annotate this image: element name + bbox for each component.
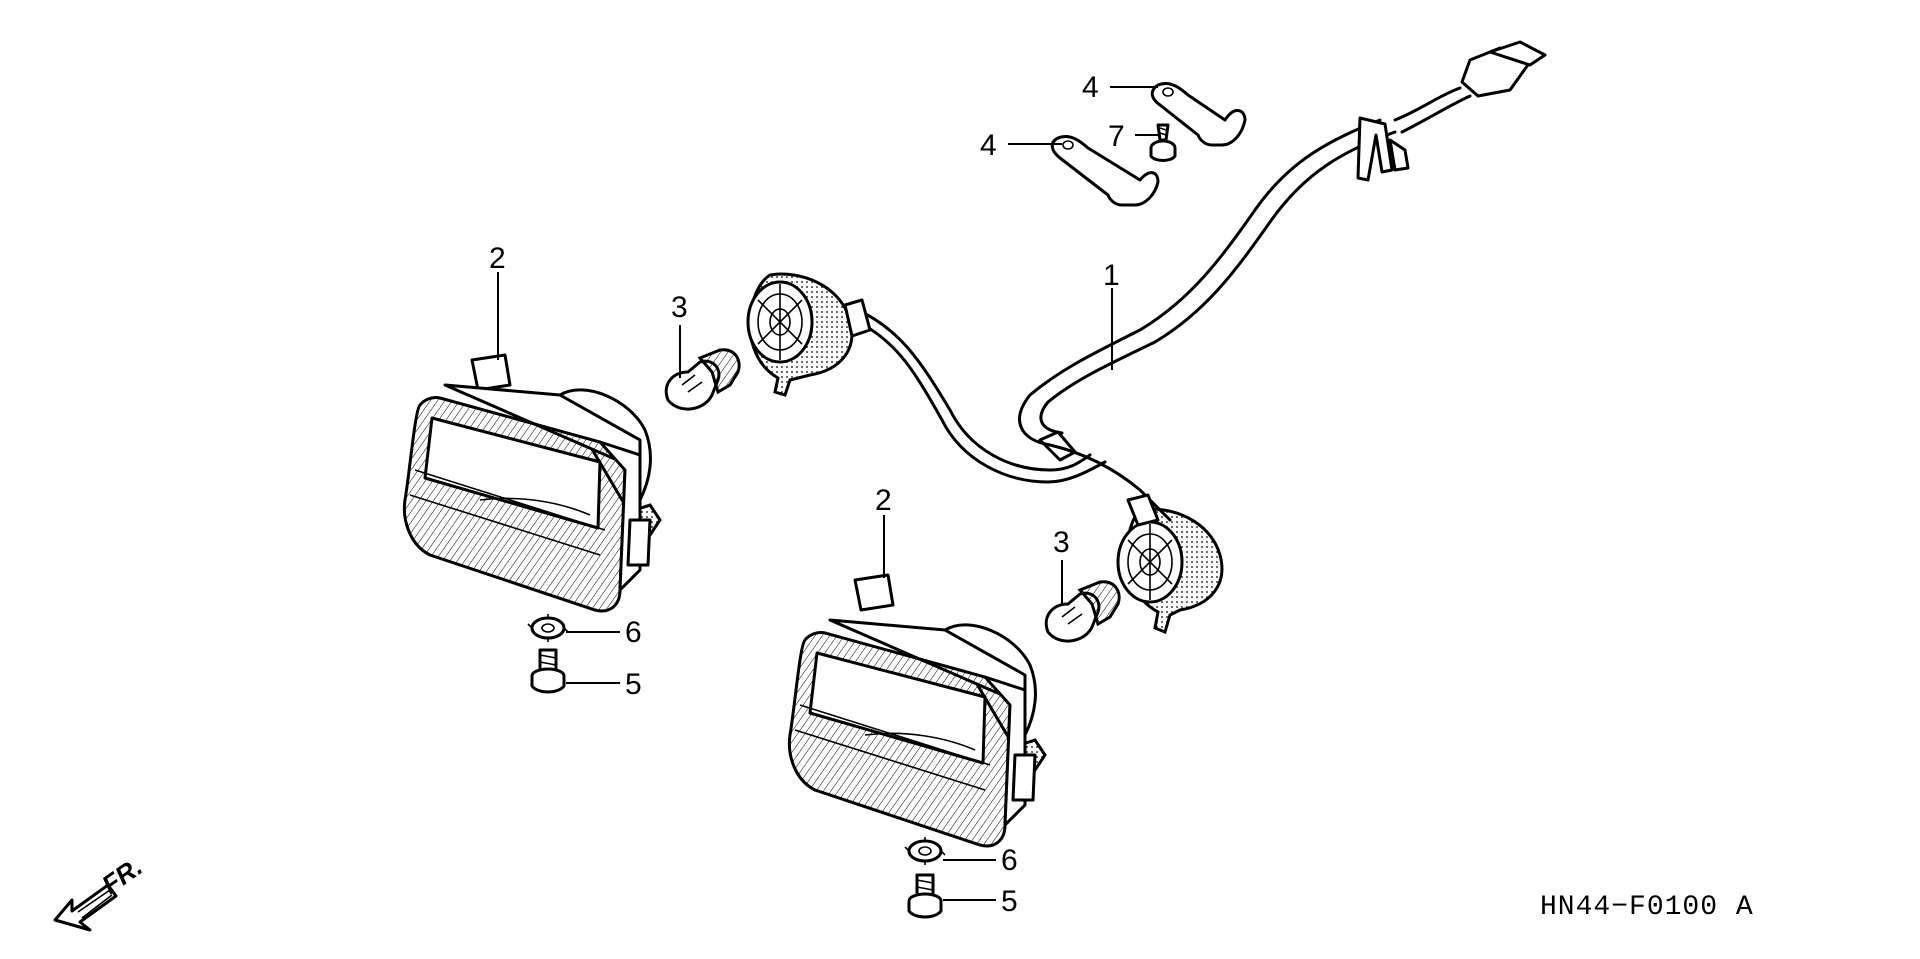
tapping-screw	[1149, 123, 1177, 162]
callout-washer-left: 6	[625, 616, 642, 649]
socket-left	[746, 272, 872, 397]
wire-harness	[746, 40, 1547, 635]
leader-lines	[497, 86, 1158, 901]
stay-top	[1150, 81, 1247, 147]
screw-right	[907, 873, 943, 919]
callout-headlight-right: 2	[875, 484, 892, 517]
callout-stay-bottom: 4	[980, 129, 997, 162]
callout-stay-top: 4	[1082, 71, 1099, 104]
callout-harness: 1	[1103, 259, 1120, 292]
headlight-right	[787, 573, 1047, 848]
headlight-left	[402, 353, 662, 613]
callout-tapping-screw: 7	[1108, 120, 1125, 153]
diagram-code: HN44−F0100 A	[1540, 892, 1754, 923]
washer-left	[527, 614, 569, 642]
callout-bulb-right: 3	[1053, 526, 1070, 559]
front-arrow-icon	[53, 883, 118, 932]
callout-screw-left: 5	[625, 668, 642, 701]
callout-headlight-left: 2	[489, 242, 506, 275]
bulb-left	[664, 348, 741, 411]
callout-bulb-left: 3	[671, 291, 688, 324]
socket-right	[1116, 493, 1224, 635]
screw-left	[530, 648, 566, 694]
bulb-right	[1044, 580, 1121, 643]
callout-screw-right: 5	[1001, 885, 1018, 918]
callout-washer-right: 6	[1001, 844, 1018, 877]
stay-bottom	[1050, 134, 1160, 207]
washer-right	[904, 837, 946, 865]
